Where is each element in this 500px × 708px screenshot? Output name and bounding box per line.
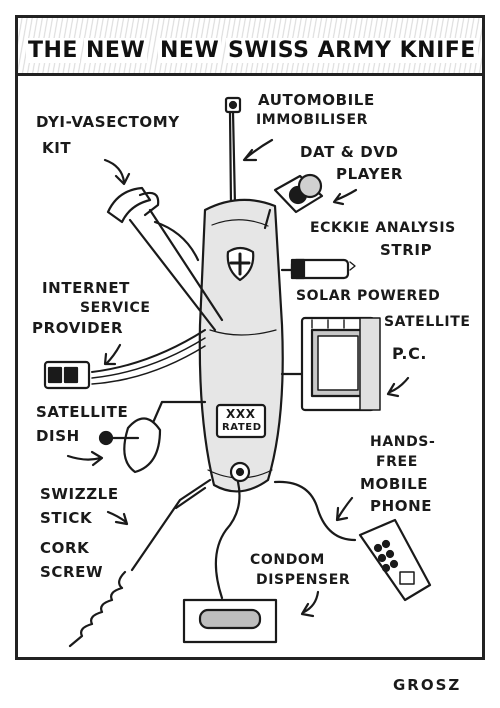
arrow-dvd [332,188,358,206]
label-phone-line2: FREE [376,454,418,470]
label-isp-line2: SERVICE [80,300,151,316]
title-banner: THE NEW NEW SWISS ARMY KNIFE [18,18,482,76]
vasectomy-pliers-drawing [106,186,224,332]
label-vasectomy-line1: DYI-VASECTOMY [36,113,180,131]
label-cork-line2: SCREW [40,563,104,581]
label-condom-line1: CONDOM [250,552,325,568]
arrow-phone [335,496,354,522]
cartoon-frame: THE NEW NEW SWISS ARMY KNIFE [15,15,485,660]
label-condom-line2: DISPENSER [256,572,351,588]
label-solar-line3: P.C. [392,344,428,363]
label-swizzle-line2: STICK [40,509,93,527]
badge-xxx-text: XXX [226,407,256,421]
arrow-solar [386,376,410,398]
solar-pc-drawing [280,316,381,412]
title-new-1: NEW [84,38,148,63]
label-phone-line1: HANDS- [370,434,436,450]
title-swiss-army-knife: SWISS ARMY KNIFE [226,38,478,63]
eckkie-strip-drawing [280,258,356,280]
label-isp-line1: INTERNET [42,279,130,297]
arrow-vasectomy [103,158,131,186]
label-immobiliser-line2: IMMOBILISER [256,112,369,128]
immobiliser-key-drawing [224,96,242,207]
title-new-2: NEW [158,38,222,63]
satellite-dish-drawing [98,400,207,474]
label-dish-line2: DISH [36,427,80,445]
label-isp-line3: PROVIDER [32,319,124,337]
label-dish-line1: SATELLITE [36,403,129,421]
swizzle-corkscrew-drawing [68,478,212,648]
label-eckkie-line2: STRIP [380,241,433,259]
label-vasectomy-line2: KIT [42,139,72,157]
label-solar-line2: SATELLITE [384,314,471,330]
arrow-swizzle [106,510,129,526]
badge-rated-text: RATED [222,422,262,433]
arrow-condom [300,590,320,618]
label-dat-line2: PLAYER [336,165,403,183]
title-the: THE [26,38,80,63]
label-cork-line1: CORK [40,539,90,557]
label-solar-line1: SOLAR POWERED [296,288,441,304]
label-dat-line1: DAT & DVD [300,143,399,161]
artist-signature: GROSZ [393,676,462,694]
label-swizzle-line1: SWIZZLE [40,485,119,503]
label-phone-line4: PHONE [370,497,433,515]
xxx-rated-badge-drawing [215,403,267,439]
knife-body-drawing [198,198,284,493]
label-eckkie-line1: ECKKIE ANALYSIS [310,220,456,236]
mobile-phone-drawing [273,480,432,602]
condom-dispenser-drawing [182,480,278,644]
isp-connector-drawing [43,329,206,390]
arrow-dish [66,450,104,467]
arrow-immobiliser [242,138,274,162]
label-immobiliser-line1: AUTOMOBILE [258,91,375,109]
label-phone-line3: MOBILE [360,475,429,493]
arrow-isp [103,343,122,366]
dvd-player-drawing [263,173,324,230]
